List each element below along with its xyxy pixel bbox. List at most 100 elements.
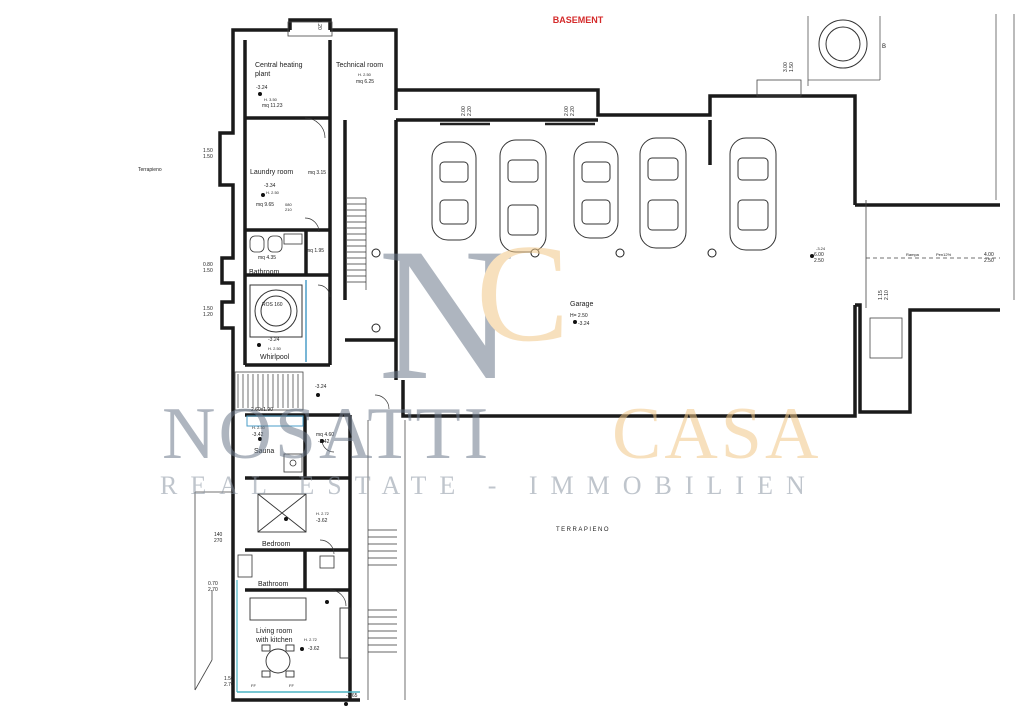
car-icon-3 — [573, 141, 619, 239]
terrapieno-left: Terrapieno — [138, 167, 162, 173]
laundry-room-label: Laundry room — [250, 169, 293, 176]
sauna-height: H. 2.50 — [252, 425, 266, 430]
whirlpool-tub — [249, 284, 303, 338]
laundry-room-level: -3.34 — [264, 183, 276, 189]
watermark: N C NOSATTI CASA REAL ESTATE - IMMOBILIE… — [160, 210, 821, 500]
bed-icon — [257, 493, 307, 533]
level-markers — [257, 92, 814, 706]
dim-120: 1.20 — [203, 312, 213, 318]
sauna-box — [246, 415, 304, 427]
stairs-upper — [347, 197, 367, 290]
level-stair: -3.24 — [315, 384, 327, 390]
whirlpool-tub-label: ROS 160 — [262, 302, 283, 308]
columns — [371, 248, 717, 333]
watermark-brand-right: CASA — [612, 393, 821, 475]
stairs-hatch-top — [237, 374, 299, 408]
bathroom-top-area: mq 4.35 — [258, 255, 276, 261]
garage-label: Garage — [570, 301, 593, 308]
ramp-pct: Pen12% — [936, 252, 952, 257]
dim-200-b: 2.00 — [564, 106, 570, 116]
dim-150-a: 1.50 — [203, 148, 213, 154]
dim-200-a: 2.00 — [461, 106, 467, 116]
dim-070: 0.70 — [208, 581, 218, 587]
dim-150-c: 1.50 — [203, 268, 213, 274]
central-heating-area: mq 11.23 — [262, 103, 283, 109]
car-icon-1 — [431, 141, 477, 241]
dim-150-f: 1.50 — [789, 62, 795, 72]
dim-220-b: 2.20 — [570, 106, 576, 116]
dim-220-a: 2.20 — [467, 106, 473, 116]
bathroom-top-label: Bathroom — [249, 269, 280, 276]
stairs-outdoor — [367, 420, 406, 700]
dim-140: 140 — [214, 532, 223, 538]
car-icon-5 — [729, 137, 777, 251]
thin-lines — [194, 21, 1000, 691]
car-icon-4 — [639, 137, 687, 249]
bedroom-level: -3.62 — [316, 518, 328, 524]
bathroom-bottom-label: Bathroom — [258, 581, 289, 588]
walls — [218, 18, 1000, 702]
door-size-a: 080 — [285, 202, 292, 207]
level-ramp: -3.24 — [816, 246, 826, 251]
central-heating-label-2: plant — [255, 71, 270, 78]
laundry-side-area: mq 3.15 — [308, 170, 326, 176]
watermark-monogram-n: N — [378, 210, 515, 420]
dim-115: 1.15 — [878, 290, 884, 300]
dim-600: 6.00 — [814, 252, 824, 258]
bedroom-height: H. 2.72 — [316, 511, 330, 516]
kitchen-icon — [249, 597, 351, 678]
technical-room-label: Technical room — [336, 62, 383, 69]
technical-room-area: mq 6.25 — [356, 79, 374, 85]
living-label-2: with kitchen — [255, 637, 293, 644]
dim-400: 4.00 — [984, 252, 994, 258]
terrapieno-bottom: TERRAPIENO — [556, 527, 610, 533]
dim-150-d: 1.50 — [203, 306, 213, 312]
whirlpool-label: Whirlpool — [260, 354, 290, 361]
watermark-monogram-c: C — [476, 216, 569, 371]
living-label-1: Living room — [256, 628, 292, 635]
dim-210: 2.10 — [884, 290, 890, 300]
whirlpool-level: -3.24 — [268, 337, 280, 343]
plan-title: BASEMENT — [553, 15, 604, 25]
dim-270-b: 2.70 — [208, 587, 218, 593]
central-heating-height: H. 3.50 — [264, 97, 278, 102]
ramp-label: Rampa — [906, 252, 920, 257]
sauna-level: -3.42 — [252, 432, 264, 438]
door-size-b: 210 — [285, 207, 292, 212]
top-mark: 1.20 — [316, 20, 322, 30]
car-icon-2 — [499, 139, 547, 253]
dim-270-a: 270 — [214, 538, 223, 544]
living-level: -3.62 — [308, 646, 320, 652]
b-mark: B — [882, 44, 886, 50]
sauna-label: Sauna — [254, 448, 274, 455]
living-height: H. 2.72 — [304, 637, 318, 642]
dim-250-b: 2.50 — [984, 258, 994, 264]
technical-room-height: H. 2.50 — [358, 72, 372, 77]
site-boundary — [807, 14, 1015, 300]
dim-150-e: 1.50 — [224, 676, 234, 682]
sauna-side-area: mq 4.60 — [316, 432, 334, 438]
whirlpool-height: H. 2.50 — [268, 346, 282, 351]
laundry-room-area: mq 9.65 — [256, 202, 274, 208]
dim-150-b: 1.50 — [203, 154, 213, 160]
bathroom-top-side-area: mq 1.95 — [306, 248, 324, 254]
sanitary-fixtures — [237, 233, 335, 578]
garage-level: -3.24 — [578, 321, 590, 327]
sauna-box-dim: 2.60x1.90 — [251, 407, 273, 413]
central-heating-label-1: Central heating — [255, 62, 303, 69]
dim-080: 0.80 — [203, 262, 213, 268]
bedroom-label: Bedroom — [262, 541, 291, 548]
round-tank — [818, 19, 868, 69]
sauna-side-level: -3.42 — [318, 439, 330, 445]
ff-1: FF — [251, 683, 256, 688]
garage-height: H= 2.50 — [570, 313, 588, 319]
door-arcs — [304, 117, 390, 607]
laundry-room-height: H. 2.50 — [266, 190, 280, 195]
watermark-tagline: REAL ESTATE - IMMOBILIEN — [160, 471, 818, 500]
level-bottom: -3.65 — [346, 693, 358, 699]
dim-270-c: 2.70 — [224, 682, 234, 688]
dim-250-a: 2.50 — [814, 258, 824, 264]
central-heating-level: -3.24 — [256, 85, 268, 91]
watermark-brand-left: NOSATTI — [162, 393, 491, 475]
